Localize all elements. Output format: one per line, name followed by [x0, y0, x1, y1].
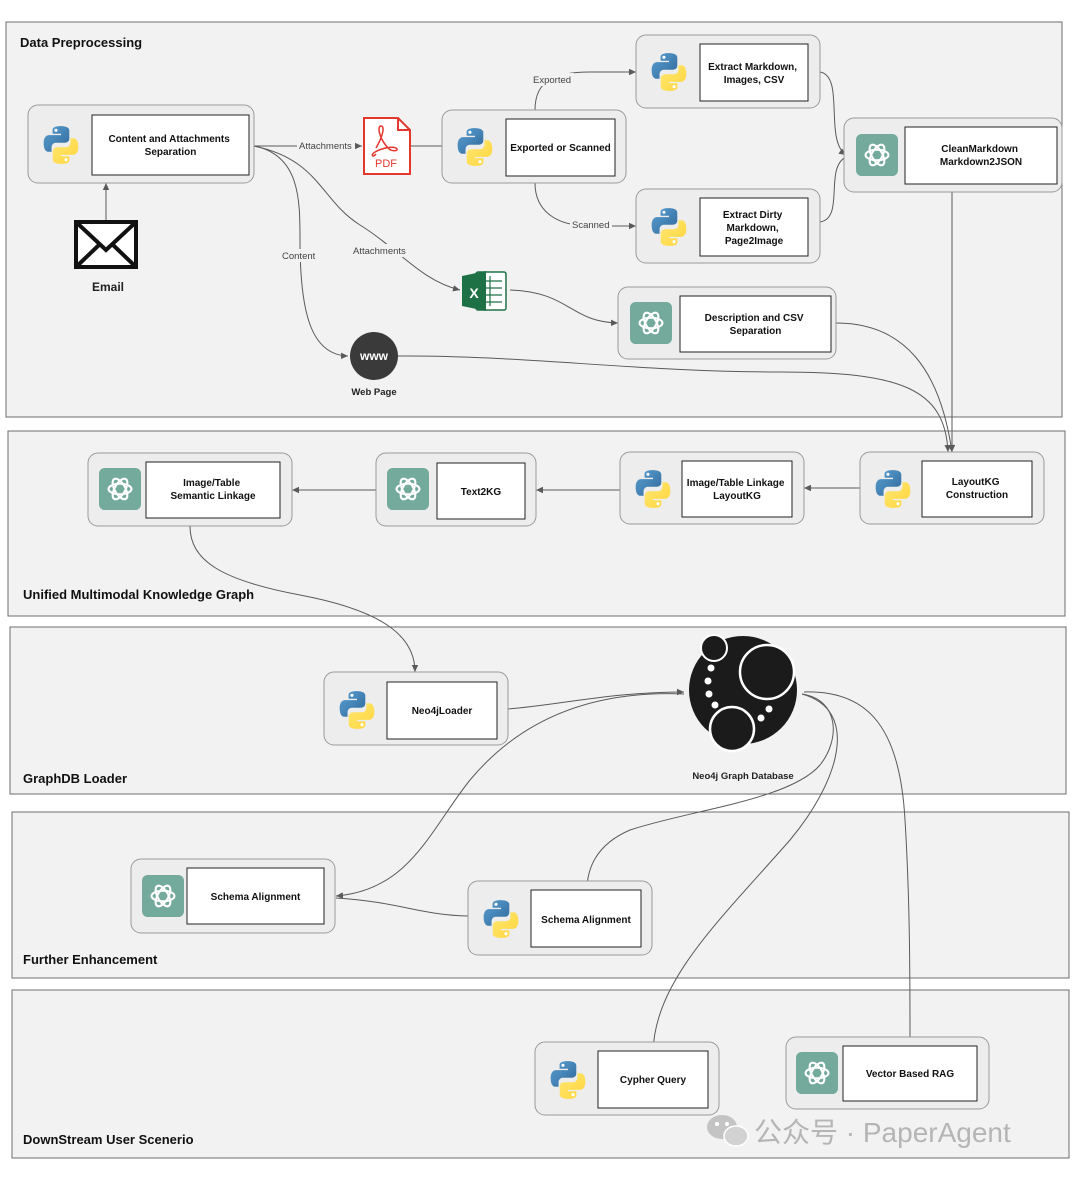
node-label: Cypher Query — [620, 1075, 687, 1086]
edge-semantic-to-loader — [189, 525, 419, 673]
neo4j-database-node[interactable]: Neo4j Graph Database — [689, 634, 797, 782]
section-title: DownStream User Scenerio — [23, 1132, 194, 1147]
chatgpt-icon — [142, 875, 184, 917]
edge-label: Exported — [533, 75, 571, 86]
web-page-label: Web Page — [351, 387, 396, 398]
edge-label: Content — [282, 251, 316, 262]
edge-schema-py-to-gpt — [335, 897, 469, 917]
node-content-attachments-separation[interactable]: Content and Attachments Separation — [27, 104, 255, 184]
edge-label: Scanned — [572, 220, 610, 231]
edge-neo4j-to-cypher — [650, 693, 838, 1053]
node-label: Image/Table Semantic Linkage — [170, 478, 255, 502]
edge-content-sep-to-excel — [253, 145, 461, 292]
section-graphdb-loader: GraphDB Loader — [9, 626, 1067, 795]
edge-loader-to-neo4j — [507, 688, 685, 710]
node-layoutkg-construction[interactable]: LayoutKG Construction — [859, 451, 1045, 525]
chatgpt-icon — [99, 468, 141, 510]
edge-neo4j-to-rag — [803, 691, 914, 1045]
edge-extract-dirty-to-clean — [819, 156, 847, 223]
node-label: Schema Alignment — [541, 915, 631, 926]
chatgpt-icon — [856, 134, 898, 176]
chatgpt-icon — [387, 468, 429, 510]
node-label: CleanMarkdown Markdown2JSON — [940, 144, 1022, 168]
node-label: Vector Based RAG — [866, 1069, 955, 1080]
pdf-text: PDF — [375, 158, 397, 170]
node-clean-markdown[interactable]: CleanMarkdown Markdown2JSON — [843, 117, 1063, 193]
neo4j-logo-icon — [689, 634, 797, 753]
pdf-icon[interactable]: PDF — [363, 117, 411, 175]
web-page-node[interactable]: www Web Page — [350, 332, 398, 398]
edge-labels: Attachments Exported Scanned Attachments… — [280, 73, 612, 262]
email-node[interactable]: Email — [74, 220, 138, 294]
node-extract-markdown[interactable]: Extract Markdown, Images, CSV — [635, 34, 821, 109]
excel-icon[interactable]: X — [462, 271, 507, 311]
node-exported-or-scanned[interactable]: Exported or Scanned — [441, 109, 627, 184]
edge-desc-to-layoutkg — [835, 322, 955, 453]
section-data-preprocessing: Data Preprocessing — [5, 21, 1063, 418]
watermark-text: 公众号 · PaperAgent — [754, 1117, 1011, 1148]
edge-label: Attachments — [353, 246, 406, 257]
node-label: Text2KG — [461, 487, 502, 498]
globe-icon — [350, 332, 398, 380]
section-title: Data Preprocessing — [20, 35, 142, 50]
node-label: Extract Dirty Markdown, Page2Image — [723, 210, 785, 247]
node-neo4j-loader[interactable]: Neo4jLoader — [323, 671, 509, 746]
edge-neo4j-to-schema-py — [583, 693, 834, 891]
node-schema-alignment-gpt[interactable]: Schema Alignment — [130, 858, 336, 934]
node-label: Image/Table Linkage LayoutKG — [687, 478, 787, 502]
watermark: 公众号 · PaperAgent — [707, 1115, 1011, 1148]
excel-letter: X — [469, 285, 479, 301]
node-label: Extract Markdown, Images, CSV — [708, 62, 800, 86]
node-image-table-semantic-linkage[interactable]: Image/Table Semantic Linkage — [87, 452, 293, 527]
envelope-icon — [74, 220, 138, 269]
node-cypher-query[interactable]: Cypher Query — [534, 1041, 720, 1116]
node-label: Neo4jLoader — [412, 706, 473, 717]
email-label: Email — [92, 280, 124, 294]
chatgpt-icon — [796, 1052, 838, 1094]
node-label: Description and CSV Separation — [705, 313, 807, 337]
node-extract-dirty-markdown[interactable]: Extract Dirty Markdown, Page2Image — [635, 188, 821, 264]
node-label: LayoutKG Construction — [946, 477, 1008, 501]
node-text2kg[interactable]: Text2KG — [375, 452, 537, 527]
node-label: Content and Attachments Separation — [108, 134, 232, 158]
node-schema-alignment-python[interactable]: Schema Alignment — [467, 880, 653, 956]
edge-neo4j-to-schema-gpt — [335, 693, 685, 899]
node-label: Schema Alignment — [211, 892, 301, 903]
node-label: Exported or Scanned — [510, 143, 611, 154]
edge-content-sep-to-web — [253, 145, 349, 360]
edge-extract-md-to-clean — [819, 71, 847, 156]
edge-excel-to-desc — [509, 289, 619, 327]
section-title: GraphDB Loader — [23, 771, 127, 786]
node-image-table-linkage-layoutkg[interactable]: Image/Table Linkage LayoutKG — [619, 451, 805, 525]
edge-label: Attachments — [299, 141, 352, 152]
chatgpt-icon — [630, 302, 672, 344]
node-vector-based-rag[interactable]: Vector Based RAG — [785, 1036, 990, 1110]
edge-web-to-layoutkg — [397, 355, 951, 453]
www-text: www — [359, 349, 389, 363]
neo4j-label: Neo4j Graph Database — [692, 771, 793, 782]
node-description-csv-separation[interactable]: Description and CSV Separation — [617, 286, 837, 360]
section-title: Further Enhancement — [23, 952, 158, 967]
wechat-icon — [707, 1115, 749, 1147]
section-title: Unified Multimodal Knowledge Graph — [23, 587, 254, 602]
